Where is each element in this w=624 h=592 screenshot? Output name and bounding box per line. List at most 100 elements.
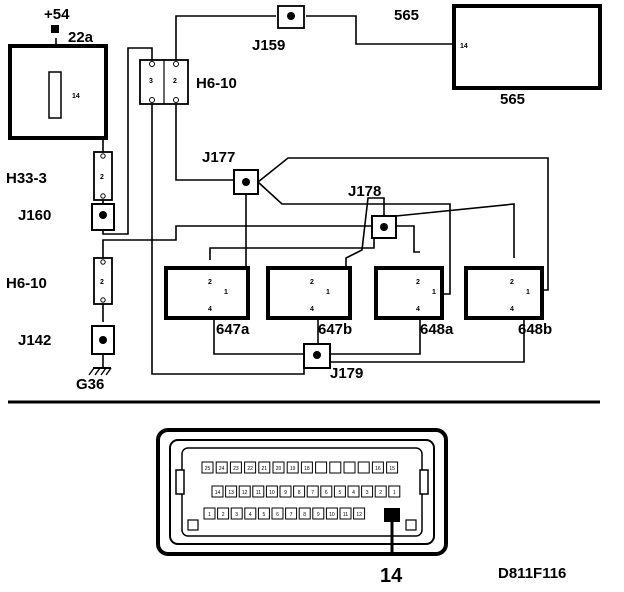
connector-pin <box>388 485 401 498</box>
j177-label: J177 <box>202 149 235 166</box>
connector-pin <box>238 485 251 498</box>
unit-565-pin: 14 <box>460 43 468 50</box>
connector-pin <box>211 485 224 498</box>
connector-pin <box>329 461 342 474</box>
splice-j160: J160 <box>18 203 115 231</box>
connector-pin-number: 23 <box>233 466 239 472</box>
connector-pin <box>271 507 284 520</box>
connector-pin <box>215 461 228 474</box>
connector-pin <box>272 461 285 474</box>
connector-pin <box>343 461 356 474</box>
connector-pin-number: 8 <box>303 512 306 518</box>
drawing-id: D811F116 <box>498 565 566 582</box>
connector-pin-number: 1 <box>208 512 211 518</box>
connector-pin <box>357 461 370 474</box>
connector-pin-number: 16 <box>375 466 381 472</box>
connector-pin <box>325 507 338 520</box>
unit-565: 565 14 565 <box>394 4 602 108</box>
module-648a-pin-4: 4 <box>416 306 420 313</box>
connector-pin <box>244 461 257 474</box>
module-647a-pin-4: 4 <box>208 306 212 313</box>
connector-pin <box>252 485 265 498</box>
module-647b: 2 1 4 647b <box>266 266 352 338</box>
connector-pin <box>203 507 216 520</box>
connector-pin-number: 2 <box>222 512 225 518</box>
module-648b-pin-4: 4 <box>510 306 514 313</box>
connector-pin-number: 9 <box>317 512 320 518</box>
connector-pin <box>286 461 299 474</box>
j160-label: J160 <box>18 207 51 224</box>
module-648b: 2 1 4 648b <box>464 266 552 338</box>
splice-j177: J177 <box>202 149 259 195</box>
connector-h6-10-bottom: 2 H6-10 <box>6 257 113 305</box>
module-648a-label: 648a <box>420 321 454 338</box>
splice-j142: J142 <box>18 325 115 355</box>
splice-j159: J159 <box>252 5 305 54</box>
connector-pin-number: 9 <box>284 490 287 496</box>
module-648b-pin-1: 1 <box>526 289 530 296</box>
connector-pin-number: 15 <box>389 466 395 472</box>
connector-pin-number: 22 <box>247 466 253 472</box>
connector-pin-number: 10 <box>329 512 335 518</box>
splice-j179: J179 <box>303 343 363 382</box>
connector-pin-number: 21 <box>262 466 268 472</box>
module-648b-pin-2: 2 <box>510 279 514 286</box>
connector-pin-number: 12 <box>242 490 248 496</box>
connector-pin-number: 11 <box>343 512 348 518</box>
h6-10-top-label: H6-10 <box>196 75 237 92</box>
fuse-label: 22a <box>68 29 94 46</box>
h6-10-pin-2: 2 <box>173 78 177 85</box>
connector-pin-number: 24 <box>219 466 225 472</box>
module-648a: 2 1 4 648a <box>374 266 454 338</box>
connector-pin <box>225 485 238 498</box>
j179-label: J179 <box>330 365 363 382</box>
connector-pin-number: 18 <box>304 466 310 472</box>
module-648b-label: 648b <box>518 321 552 338</box>
connector-pin <box>353 507 366 520</box>
connector-pin <box>258 461 271 474</box>
h33-3-pin: 2 <box>100 174 104 181</box>
connector-pin <box>265 485 278 498</box>
module-647a-label: 647a <box>216 321 250 338</box>
connector-pin-number: 6 <box>325 490 328 496</box>
pin-14-callout: 14 <box>380 565 403 587</box>
connector-pin <box>333 485 346 498</box>
connector-pin <box>371 461 384 474</box>
g36-label: G36 <box>76 376 104 393</box>
module-647a-pin-2: 2 <box>208 279 212 286</box>
connector-h6-10-top: 3 2 H6-10 <box>139 59 237 105</box>
connector-pin <box>300 461 313 474</box>
h6-10-bottom-pin: 2 <box>100 279 104 286</box>
connector-pin-number: 3 <box>366 490 369 496</box>
pin-14-highlight <box>384 508 400 522</box>
connector-pin-number: 4 <box>249 512 252 518</box>
connector-pin <box>347 485 360 498</box>
connector-pin <box>285 507 298 520</box>
connector-pin-number: 13 <box>228 490 234 496</box>
connector-pin-number: 12 <box>356 512 362 518</box>
module-648a-pin-2: 2 <box>416 279 420 286</box>
supply-label: +54 <box>44 6 70 23</box>
j142-label: J142 <box>18 332 51 349</box>
connector-pin-number: 4 <box>352 490 355 496</box>
connector-pin-number: 1 <box>393 490 396 496</box>
j178-label: J178 <box>348 183 381 200</box>
connector-pin-number: 10 <box>269 490 275 496</box>
unit-565-wire-label: 565 <box>394 7 419 24</box>
module-647b-pin-2: 2 <box>310 279 314 286</box>
connector-pin <box>279 485 292 498</box>
connector-pin-number: 2 <box>379 490 382 496</box>
module-647a-pin-1: 1 <box>224 289 228 296</box>
connector-pin-number: 3 <box>235 512 238 518</box>
connector-pin-number: 20 <box>276 466 282 472</box>
connector-pin <box>339 507 352 520</box>
module-648a-pin-1: 1 <box>432 289 436 296</box>
connector-pin <box>306 485 319 498</box>
connector-pin <box>312 507 325 520</box>
connector-pin <box>374 485 387 498</box>
connector-pin <box>293 485 306 498</box>
connector-pin <box>298 507 311 520</box>
connector-pin-number: 5 <box>263 512 266 518</box>
